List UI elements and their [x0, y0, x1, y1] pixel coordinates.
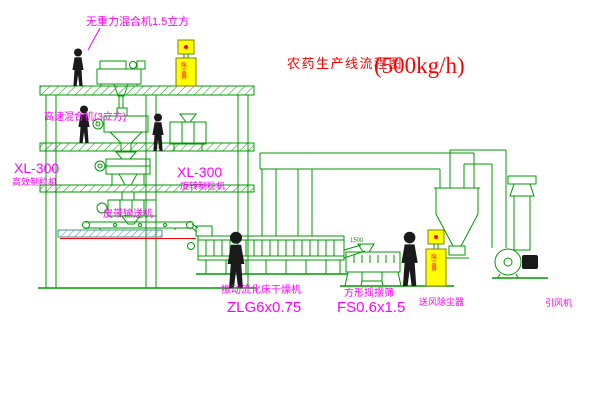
fan-motor: [522, 255, 538, 269]
granulator-mid-name-label: 旋转制粒机: [180, 180, 225, 191]
belt-conveyor-label: 皮带输送机: [103, 207, 153, 220]
fluid-bed-dryer: [187, 225, 366, 275]
dust-unit-right-text: 除尘器: [430, 253, 437, 272]
granulator-lower: [96, 191, 157, 225]
indicator-dot: [434, 235, 438, 239]
mezzanine-hatch: [57, 229, 163, 238]
title-capacity: (500kg/h): [374, 53, 465, 78]
exhaust-stack: [507, 175, 537, 251]
granulator-left-name-label: 高效制粒机: [12, 176, 57, 187]
building-structure: [38, 85, 256, 289]
worker-figure-roof: [72, 48, 84, 86]
induced-draft-fan: [492, 248, 548, 279]
indicator-dot: [184, 45, 188, 49]
dust-collector-label: 送风除尘器: [419, 296, 464, 307]
exhaust-duct: [259, 152, 475, 236]
dryer-model-label: ZLG6x0.75: [227, 299, 301, 316]
sifter-model-label: FS0.6x1.5: [337, 299, 405, 316]
dryer-name-label: 振动流化床干燥机: [221, 283, 301, 296]
diagram-title: 农药生产线流程图 (500kg/h): [287, 53, 465, 78]
dust-unit-top-text: 除尘器: [180, 61, 187, 80]
right-bay-feeder: [169, 113, 207, 151]
fan-label: 引风机: [545, 297, 572, 308]
gravity-mixer-label: 无重力混合机1.5立方: [86, 14, 189, 28]
worker-figure-ground-right: [401, 231, 418, 287]
dust-collector-unit-top: 除尘器: [175, 39, 197, 87]
gravity-mixer: [96, 60, 146, 108]
high-speed-mixer: [92, 107, 149, 153]
high-speed-mixer-label: 高速混合机(3立方): [44, 110, 126, 123]
granulator-left: [94, 151, 151, 186]
dimension-1500-label: 1500: [350, 238, 364, 244]
belt-conveyor: [82, 221, 199, 233]
granulator-left-model-label: XL-300: [14, 160, 59, 176]
dust-collector-unit-right: 除尘器: [425, 229, 447, 287]
outlet-duct: [450, 149, 507, 248]
title-text: 农药生产线流程图: [287, 56, 403, 71]
granulator-mid-model-label: XL-300: [177, 164, 222, 180]
sifter-name-label: 方形摇摆筛: [344, 286, 394, 299]
label-leader-line: [87, 27, 101, 51]
